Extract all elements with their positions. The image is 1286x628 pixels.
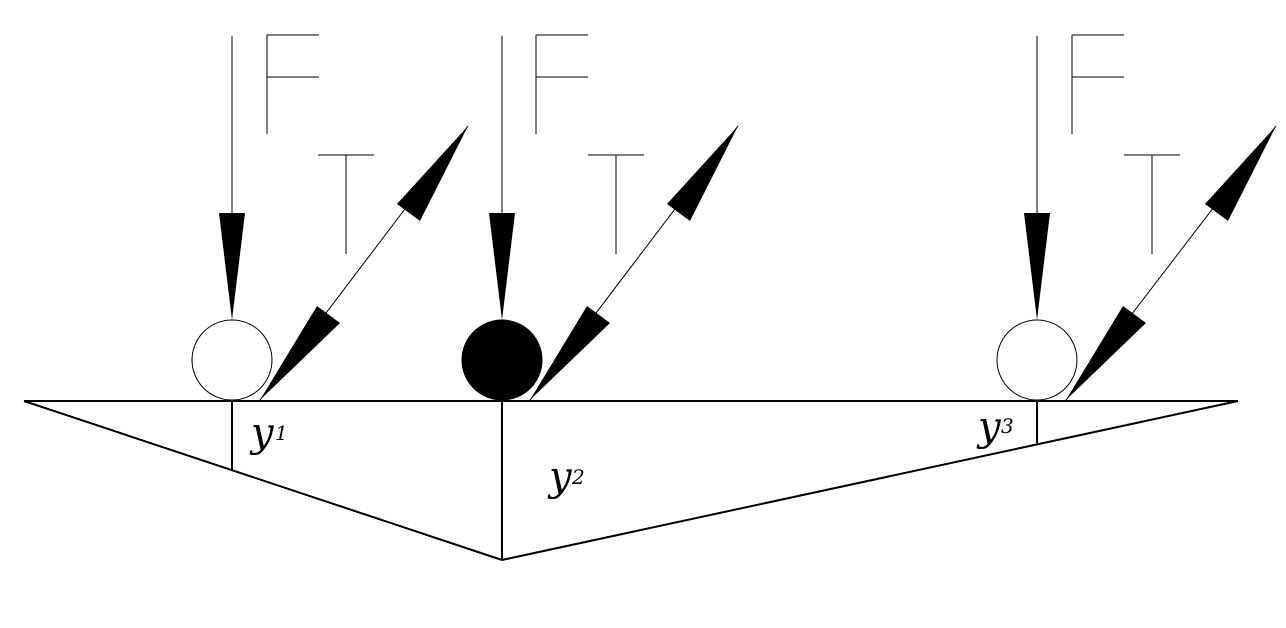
- ordinate-label-y3: y 3: [976, 404, 1014, 450]
- influence-left-slope: [23, 400, 503, 561]
- load-group-1: [191, 34, 469, 401]
- label-y3-base: y: [976, 404, 1002, 450]
- glyph-F-3: [1071, 34, 1124, 134]
- force-arrowhead-3: [1024, 213, 1050, 320]
- label-y2-base: y: [547, 454, 573, 500]
- inclined-arrowhead-top-1: [397, 126, 468, 221]
- glyph-F-1: [266, 34, 319, 134]
- label-y1-sub: 1: [275, 421, 288, 445]
- ordinate-label-y2: y 2: [547, 454, 585, 500]
- influence-right-slope: [501, 400, 1239, 561]
- label-y1-base: y: [249, 410, 275, 456]
- load-group-2: [461, 34, 739, 401]
- wheel-open-1: [191, 319, 273, 401]
- inclined-arrowhead-bottom-3: [1066, 306, 1146, 400]
- wheel-open-3: [996, 319, 1078, 401]
- ordinate-label-y1: y 1: [249, 410, 288, 456]
- inclined-arrowhead-top-2: [667, 126, 738, 221]
- influence-line: [23, 400, 1239, 561]
- inclined-arrowhead-top-3: [1205, 126, 1276, 221]
- wheel-filled-2: [461, 319, 543, 401]
- inclined-arrowhead-bottom-1: [260, 306, 340, 400]
- force-arrowhead-2: [489, 213, 515, 320]
- force-arrowhead-1: [219, 213, 245, 320]
- label-y2-sub: 2: [571, 465, 585, 489]
- glyph-F-2: [535, 34, 588, 134]
- load-group-3: [996, 34, 1277, 401]
- label-y3-sub: 3: [1001, 414, 1014, 438]
- inclined-arrowhead-bottom-2: [530, 306, 610, 400]
